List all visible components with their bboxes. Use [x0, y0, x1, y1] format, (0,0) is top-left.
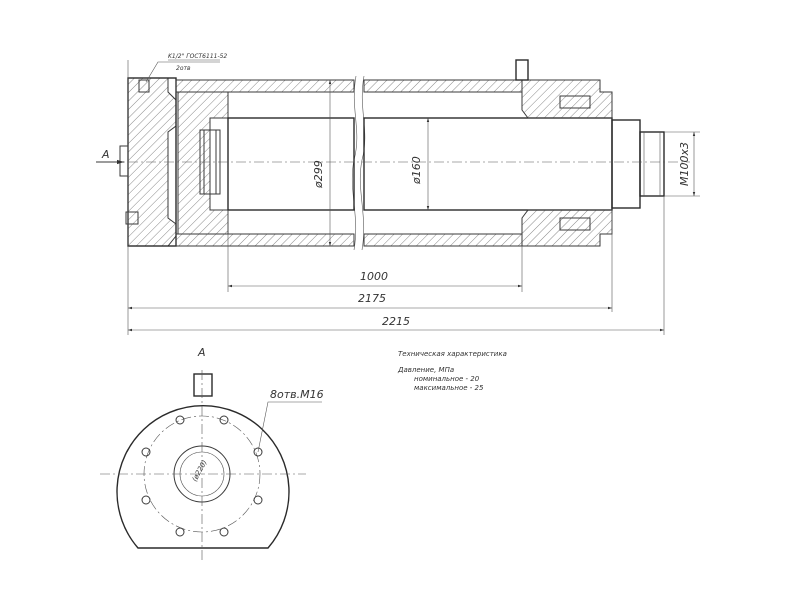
side-port [119, 145, 129, 177]
tech-nominal: номинальное - 20 [414, 375, 480, 383]
gland-seal-top [559, 95, 591, 109]
tech-pressure-label: Давление, МПа [397, 366, 454, 374]
end-port [193, 373, 213, 397]
end-flange-outline [116, 405, 290, 549]
dim-length-1: 2175 [358, 292, 386, 305]
bolt-hole [253, 447, 263, 457]
bolt-hole [175, 415, 185, 425]
barrel-top-wall-left [175, 79, 355, 93]
bolt-holes [141, 415, 263, 537]
view-label: A [197, 346, 206, 359]
gland-seal-bottom [559, 217, 591, 231]
barrel-bottom-wall-left [175, 233, 355, 247]
view-arrow-label: A [101, 148, 110, 161]
dim-stroke: 1000 [360, 270, 388, 283]
bolt-hole [141, 495, 151, 505]
bolt-holes-label: 8отв.М16 [270, 388, 324, 401]
holes-count: 2отв [176, 65, 191, 72]
rod-left [227, 117, 355, 211]
bolt-hole [219, 527, 229, 537]
barrel-top-wall-right [363, 79, 523, 93]
bolt-hole [141, 447, 151, 457]
section-view [110, 59, 690, 251]
rod-right [363, 117, 613, 211]
port-fitting [138, 79, 150, 93]
break-line-right [359, 75, 366, 251]
dim-bore: ø299 [312, 160, 325, 189]
thread-spec: K1/2" ГОСТ6111-52 [168, 53, 227, 60]
dim-length-2: 2215 [382, 315, 410, 328]
tech-title: Техническая характеристика [398, 350, 507, 358]
bolt-hole [253, 495, 263, 505]
dimension-lines [96, 61, 696, 332]
end-view [100, 370, 322, 560]
bolt-circle-label: (ø220) [191, 459, 209, 483]
barrel-bottom-wall-right [363, 233, 523, 247]
dim-thread: M100x3 [678, 142, 691, 186]
bolt-leader [257, 401, 322, 453]
lower-port [125, 211, 139, 225]
rod-end [611, 119, 641, 209]
front-gland [521, 79, 613, 119]
dim-rod: ø160 [410, 156, 423, 185]
rod-thread [639, 131, 665, 197]
tech-notes: Техническая характеристика Давление, МПа… [397, 350, 507, 392]
front-gland-bottom [521, 209, 613, 247]
tech-maximum: максимальное - 25 [414, 384, 484, 392]
gland-port [515, 59, 529, 81]
bolt-hole [175, 527, 185, 537]
bolt-hole [219, 415, 229, 425]
